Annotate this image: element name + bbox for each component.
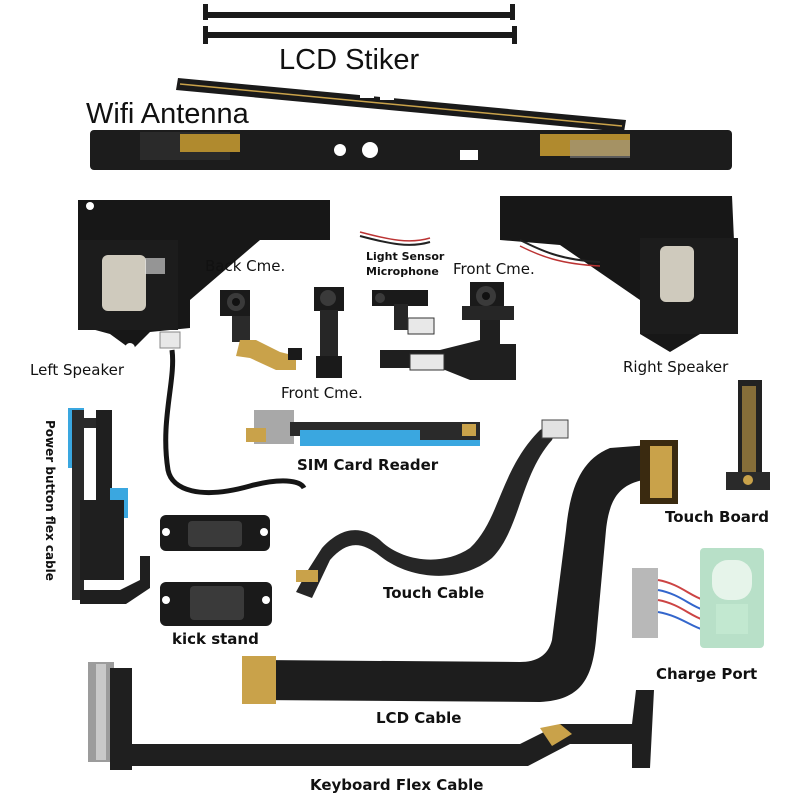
sim-card-reader: [246, 410, 480, 446]
lcd-cable-label: LCD Cable: [376, 709, 462, 727]
right-speaker-label: Right Speaker: [623, 358, 729, 376]
power-button-flex-cable: [68, 408, 150, 604]
lcd-sticker-strips: [203, 4, 517, 44]
charge-port: [632, 548, 764, 648]
left-speaker-label: Left Speaker: [30, 361, 124, 379]
back-camera-label: Back Cme.: [205, 257, 286, 275]
lcd-cable: [242, 440, 678, 704]
back-camera-module: [220, 290, 302, 370]
kick-stand-label: kick stand: [172, 630, 259, 648]
touch-cable-label: Touch Cable: [383, 584, 485, 602]
right-speaker: [359, 196, 738, 355]
touch-board-label: Touch Board: [665, 508, 770, 526]
wifi-antenna-label: Wifi Antenna: [86, 98, 249, 130]
microphone-label: Microphone: [366, 265, 439, 278]
front-camera-center-label: Front Cme.: [281, 384, 363, 402]
touch-cable: [296, 419, 569, 598]
light-sensor-microphone-module: [372, 290, 435, 335]
antenna-bracket: [90, 130, 732, 170]
keyboard-flex-cable: [88, 662, 654, 770]
front-camera-module-center: [314, 287, 344, 378]
sim-card-reader-label: SIM Card Reader: [297, 456, 439, 474]
front-camera-right-label: Front Cme.: [453, 260, 535, 278]
left-speaker: [78, 200, 330, 353]
keyboard-flex-cable-label: Keyboard Flex Cable: [310, 776, 484, 794]
speaker-cable: [159, 331, 307, 495]
lcd-sticker-label: LCD Stiker: [279, 44, 420, 76]
power-button-flex-label: Power button flex cable: [43, 420, 57, 581]
kick-stand-parts: [160, 515, 272, 626]
charge-port-label: Charge Port: [656, 665, 758, 683]
wifi-antenna-strip: [176, 78, 626, 132]
front-camera-module-right: [380, 282, 516, 380]
light-sensor-label: Light Sensor: [366, 250, 445, 263]
touch-board: [726, 380, 770, 490]
